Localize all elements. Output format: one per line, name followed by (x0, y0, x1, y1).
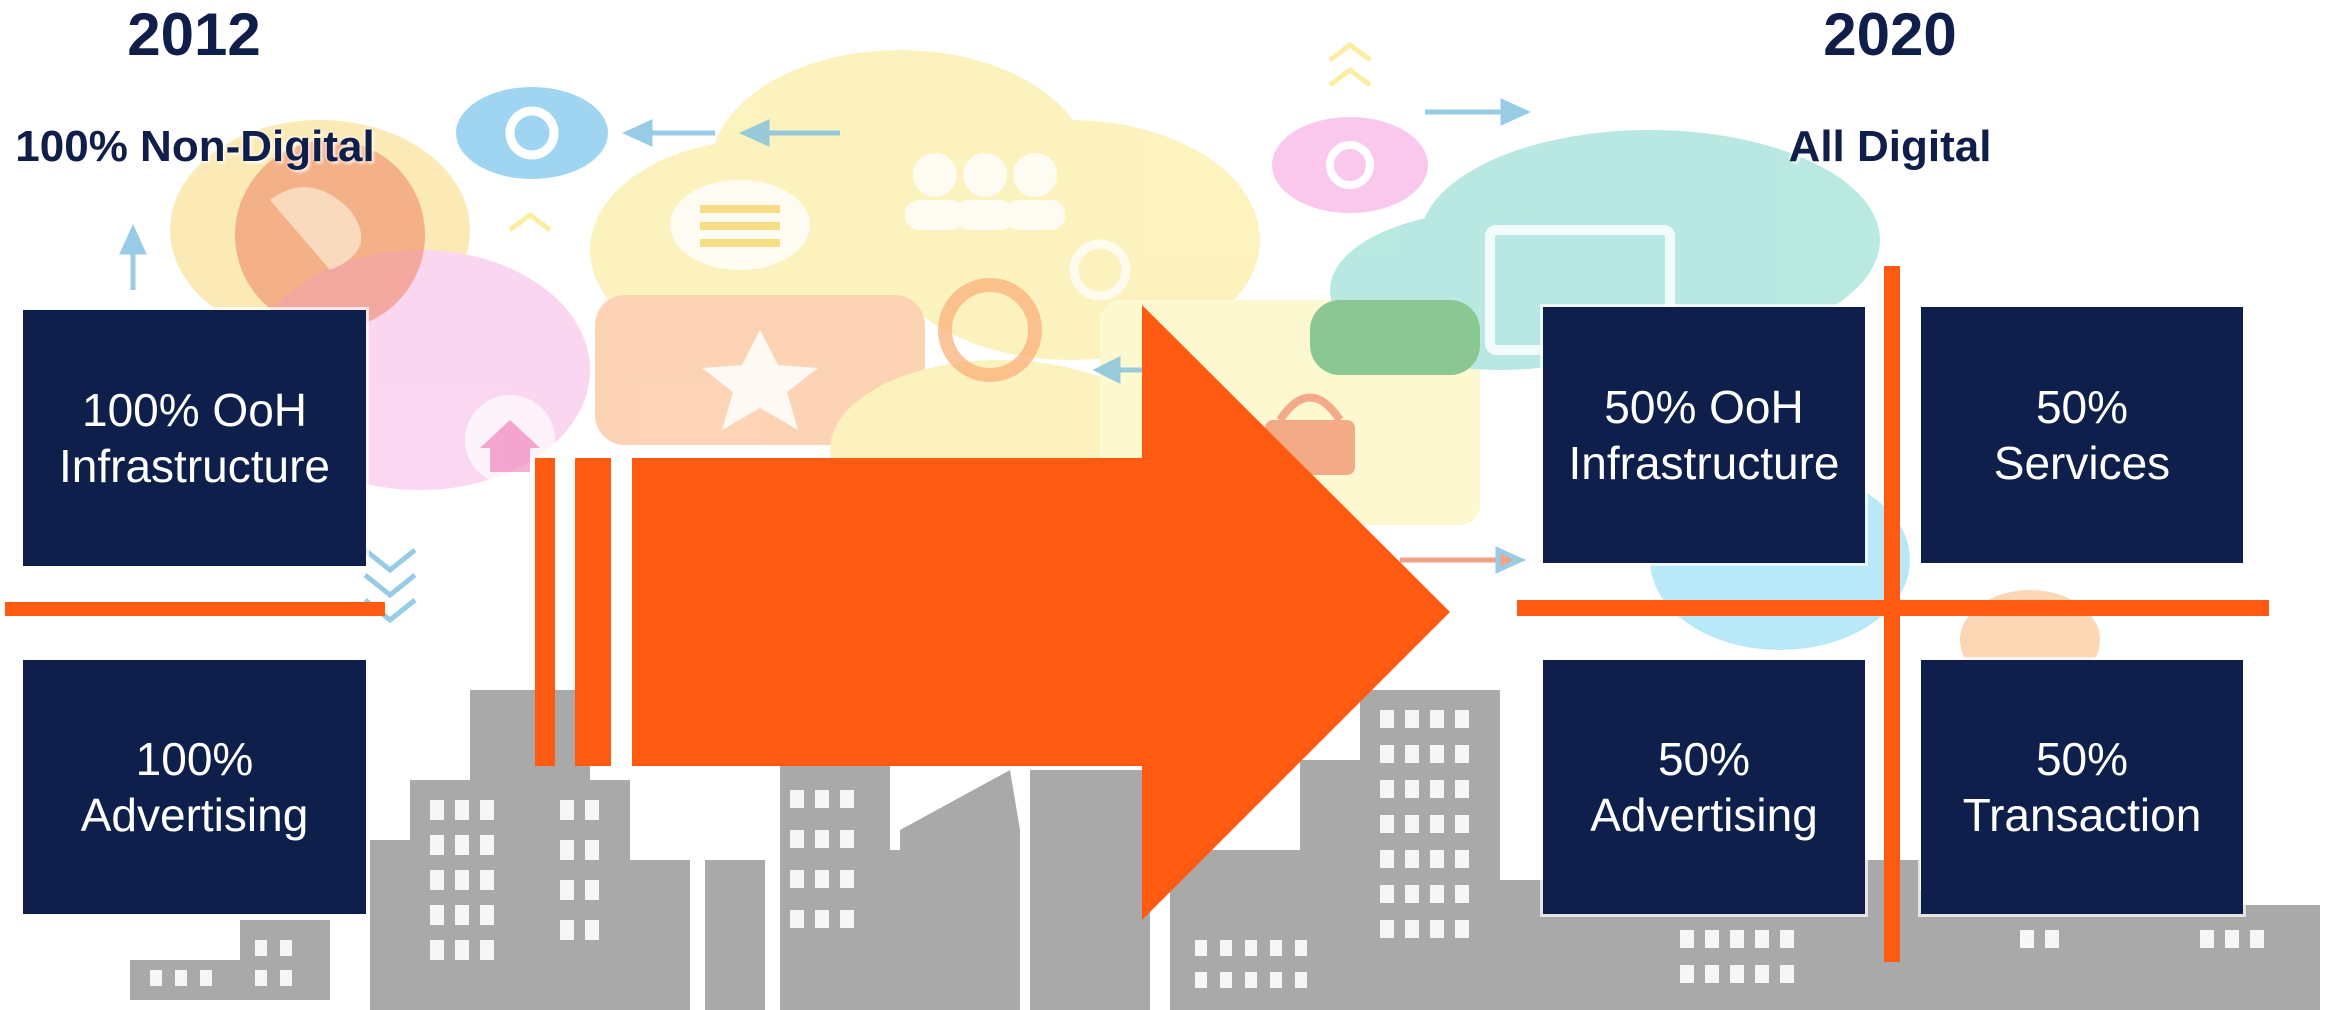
left-box-ooh-infrastructure: 100% OoH Infrastructure (23, 310, 366, 566)
right-box-services-label: 50% Services (1993, 381, 2171, 489)
gear-icon (456, 87, 1428, 382)
right-box-transaction-label: 50% Transaction (1962, 733, 2202, 841)
globe-icon (235, 140, 425, 330)
left-divider-line (5, 602, 385, 616)
left-year-heading: 2012 (127, 1, 261, 68)
star-icon (702, 330, 818, 430)
right-box-services: 50% Services (1921, 307, 2243, 563)
right-year-heading: 2020 (1823, 1, 1957, 68)
right-vertical-divider (1884, 266, 1900, 962)
chat-icon (670, 180, 810, 270)
left-subtitle: 100% Non-Digital (15, 122, 375, 171)
right-box-ooh-infrastructure-label: 50% OoH Infrastructure (1568, 381, 1840, 489)
right-box-transaction: 50% Transaction (1921, 660, 2243, 914)
cityscape-icon (130, 690, 2320, 1010)
house-icon (465, 395, 555, 485)
right-subtitle: All Digital (1788, 122, 1992, 171)
arrow-head-shape (632, 305, 1450, 920)
left-box-advertising-label: 100% Advertising (80, 733, 309, 841)
left-box-advertising: 100% Advertising (23, 660, 366, 914)
arrow-tail-bar-2 (575, 458, 611, 766)
people-icon (905, 153, 1065, 230)
arrow-tail-bar-1 (535, 458, 555, 766)
right-box-advertising: 50% Advertising (1543, 660, 1865, 914)
left-box-ooh-infrastructure-label: 100% OoH Infrastructure (59, 384, 330, 492)
right-box-ooh-infrastructure: 50% OoH Infrastructure (1543, 307, 1865, 563)
right-box-advertising-label: 50% Advertising (1590, 733, 1818, 841)
